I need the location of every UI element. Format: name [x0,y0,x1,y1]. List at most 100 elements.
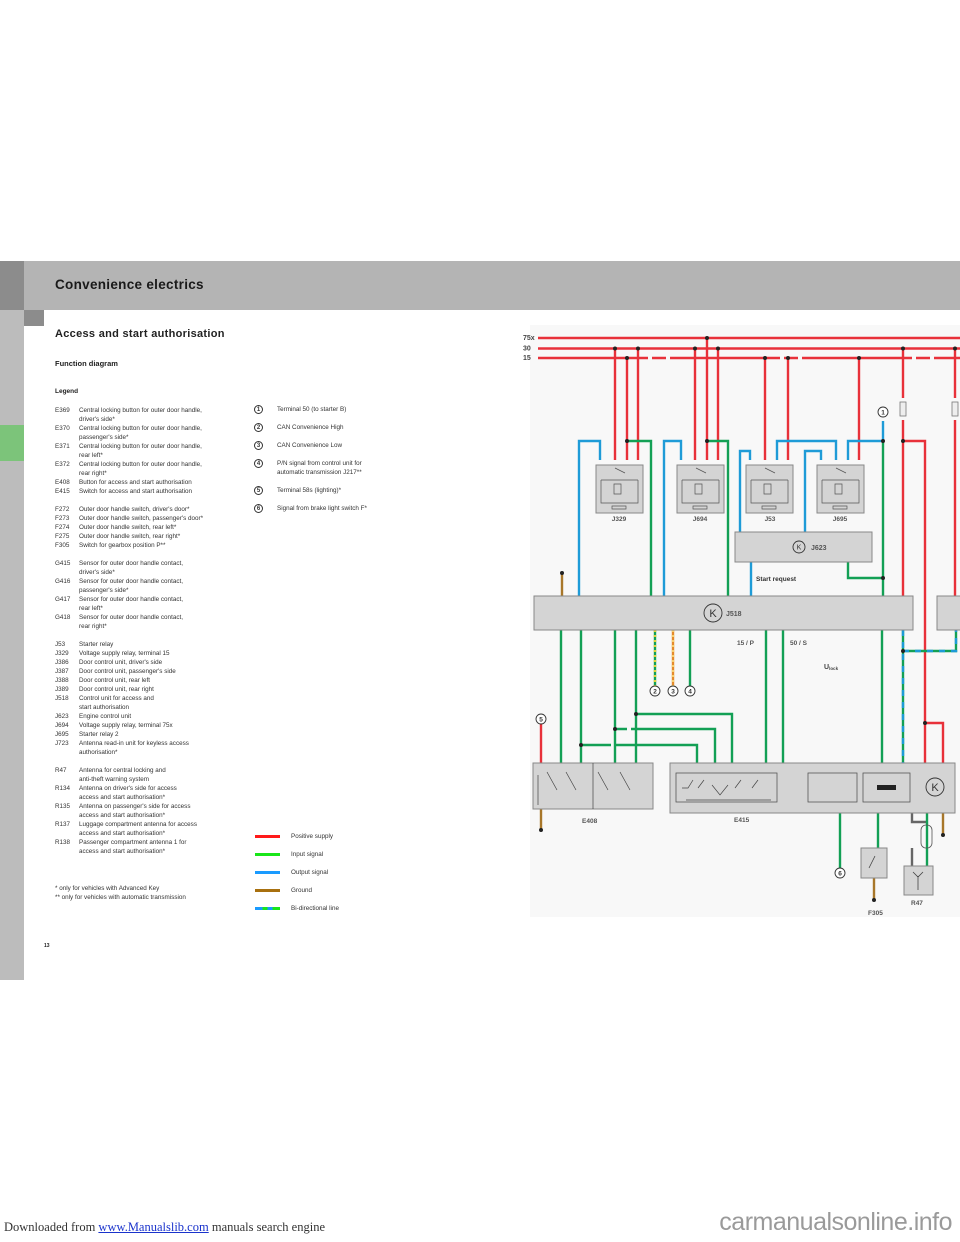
wire-blue [803,449,823,532]
unit-label-e415: E415 [734,817,750,824]
unit-partial [936,595,960,631]
legend-description: Sensor for outer door handle contact, re… [79,614,183,630]
wire-blue [846,439,883,460]
ulock-label: Ulock [824,664,839,671]
legend-code: E370 [55,425,70,432]
legend-description: Central locking button for outer door ha… [79,407,202,423]
junction-dot [953,346,957,351]
e415-k-icon [925,777,945,797]
relay-j329 [595,464,644,514]
legend-code: G415 [55,560,71,567]
legend-code: J389 [55,686,69,693]
legend-description: Door control unit, driver's side [79,659,163,666]
relay-label-j329: J329 [612,516,627,523]
unit-label-r47: R47 [911,900,923,907]
function-diagram: KKK 75x 30 15 J329 J694 J53 J695 J623 J5… [523,325,960,917]
download-footer: Downloaded from www.Manualslib.com manua… [4,1220,325,1235]
label-50-s: 50 / S [790,640,808,647]
legend-description: Outer door handle switch, rear left* [79,524,177,531]
wire-legend-item: Output signal [255,863,339,881]
wire-swatch [255,888,280,892]
junction-dot [901,346,905,351]
marker-text: Terminal 50 (to starter B) [277,406,347,413]
junction-dot [941,833,945,837]
junction-dot [763,356,767,360]
legend-description: Central locking button for outer door ha… [79,461,202,477]
header-band [24,261,960,310]
marker-circle-5 [535,713,547,725]
marker-circle-number: 6 [838,870,842,877]
legend-item: E370 Central locking button for outer doo… [55,424,255,442]
relay-j53 [745,464,794,514]
marker-circle-2 [649,685,661,697]
junction-dot [786,356,790,360]
junction-dot [705,336,709,340]
footnote: * only for vehicles with Advanced Key [55,885,160,892]
wire-legend-item: Ground [255,881,339,899]
marker-circle-number: 2 [653,688,657,695]
wire-blue [775,439,838,460]
relay-symbol-icon [807,772,858,803]
marker-circle-3 [667,685,679,697]
relay-j695 [816,464,865,514]
legend-heading: Legend [55,388,79,395]
legend-item: E372 Central locking button for outer doo… [55,460,255,478]
legend-code: R137 [55,821,71,828]
switch-contacts-icon [682,779,771,801]
marker-circle-number: 4 [688,688,692,695]
unit-label-e408: E408 [582,818,598,825]
legend-description: Central locking button for outer door ha… [79,425,202,441]
bus-label-75x: 75x [523,335,535,342]
junction-dot [634,712,638,716]
junction-dot [901,439,905,443]
legend-description: Passenger compartment antenna 1 for acce… [79,839,187,855]
legend-code: E372 [55,461,70,468]
marker-number: 2 [254,423,263,432]
marker-circle-number: 3 [671,688,675,695]
legend-description: Voltage supply relay, terminal 75x [79,722,173,729]
e415-k-icon-glyph: K [931,782,939,794]
legend-code: G416 [55,578,71,585]
legend-code: R135 [55,803,71,810]
legend-code: E415 [55,488,70,495]
legend-description: Outer door handle switch, rear right* [79,533,181,540]
junction-dot [625,356,629,360]
manualslib-link[interactable]: www.Manualslib.com [98,1220,209,1234]
junction-dot [613,346,617,351]
unit-label-j518: J518 [726,611,742,618]
wire-legend-label: Bi-directional line [291,904,339,912]
junction-dot [560,571,564,575]
legend-code: J694 [55,722,69,729]
wire-green [627,439,653,596]
wire-green [615,727,717,763]
wire-green [707,439,730,596]
unit-label-f305: F305 [868,910,883,917]
marker-text: CAN Convenience Low [277,442,343,449]
wire-red [903,439,927,763]
header-corner [0,261,24,310]
legend-description: Switch for access and start authorisatio… [79,488,193,495]
marker-circle-6 [834,867,846,879]
j623-k-icon [792,540,806,554]
junction-dot [625,439,629,443]
side-strip [0,310,24,980]
legend-description: Engine control unit [79,713,132,720]
antenna-r47 [903,865,934,896]
legend-code: J387 [55,668,69,675]
legend-code: J518 [55,695,69,702]
fuse [899,401,907,417]
legend-code: R47 [55,767,67,774]
